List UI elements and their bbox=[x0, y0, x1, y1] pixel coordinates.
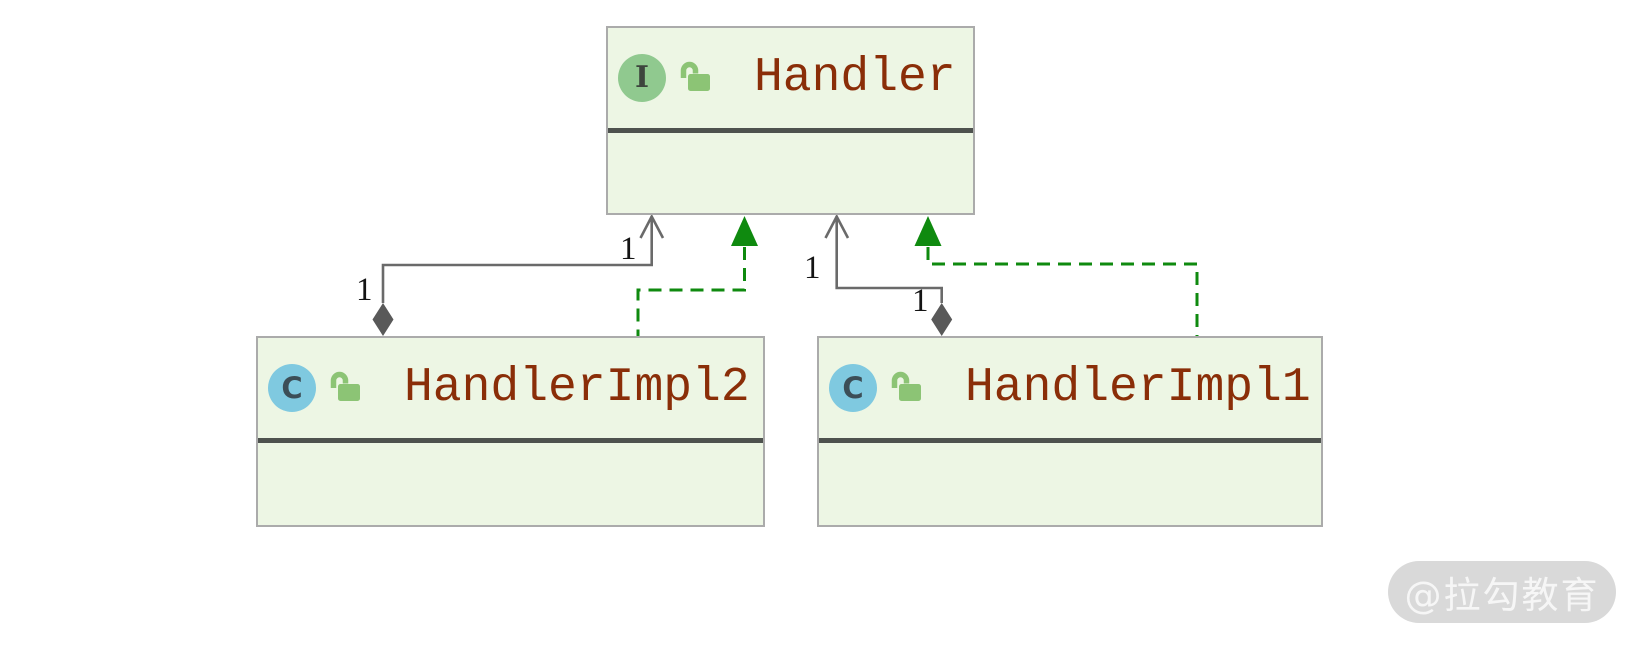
aggregation-diamond-icon bbox=[372, 303, 394, 336]
realization-triangle-icon bbox=[914, 216, 942, 246]
unlocked-padlock-icon bbox=[889, 371, 923, 405]
class-badge-icon: C bbox=[268, 364, 316, 412]
node-title: HandlerImpl1 bbox=[965, 361, 1311, 415]
node-header: C HandlerImpl1 bbox=[819, 338, 1321, 438]
multiplicity-label-impl2-handler-end: 1 bbox=[620, 231, 637, 267]
members-divider bbox=[819, 438, 1321, 443]
aggregation-diamond-icon bbox=[931, 303, 953, 336]
uml-node-handlerimpl1[interactable]: C HandlerImpl1 bbox=[817, 336, 1323, 527]
uml-node-handler[interactable]: I Handler bbox=[606, 26, 975, 215]
members-divider bbox=[608, 128, 973, 133]
members-divider bbox=[258, 438, 763, 443]
edge-impl2-aggregates-handler[interactable] bbox=[372, 213, 665, 336]
watermark-badge: @拉勾教育 bbox=[1388, 561, 1616, 623]
multiplicity-label-impl1-diamond-end: 1 bbox=[912, 283, 929, 319]
interface-badge-icon: I bbox=[618, 54, 666, 102]
class-badge-icon: C bbox=[829, 364, 877, 412]
open-arrowhead-icon bbox=[824, 213, 850, 239]
multiplicity-label-impl1-handler-end: 1 bbox=[804, 250, 821, 286]
unlocked-padlock-icon bbox=[678, 61, 712, 95]
uml-node-handlerimpl2[interactable]: C HandlerImpl2 bbox=[256, 336, 765, 527]
edge-impl2-realizes-handler[interactable] bbox=[636, 216, 758, 336]
node-header: I Handler bbox=[608, 28, 973, 128]
node-title: Handler bbox=[754, 51, 956, 105]
edge-impl1-realizes-handler[interactable] bbox=[914, 216, 1199, 336]
realization-triangle-icon bbox=[731, 216, 758, 246]
unlocked-padlock-icon bbox=[328, 371, 362, 405]
node-title: HandlerImpl2 bbox=[404, 361, 750, 415]
multiplicity-label-impl2-diamond-end: 1 bbox=[356, 272, 373, 308]
node-header: C HandlerImpl2 bbox=[258, 338, 763, 438]
edge-impl1-aggregates-handler[interactable] bbox=[824, 213, 953, 336]
open-arrowhead-icon bbox=[639, 213, 665, 239]
